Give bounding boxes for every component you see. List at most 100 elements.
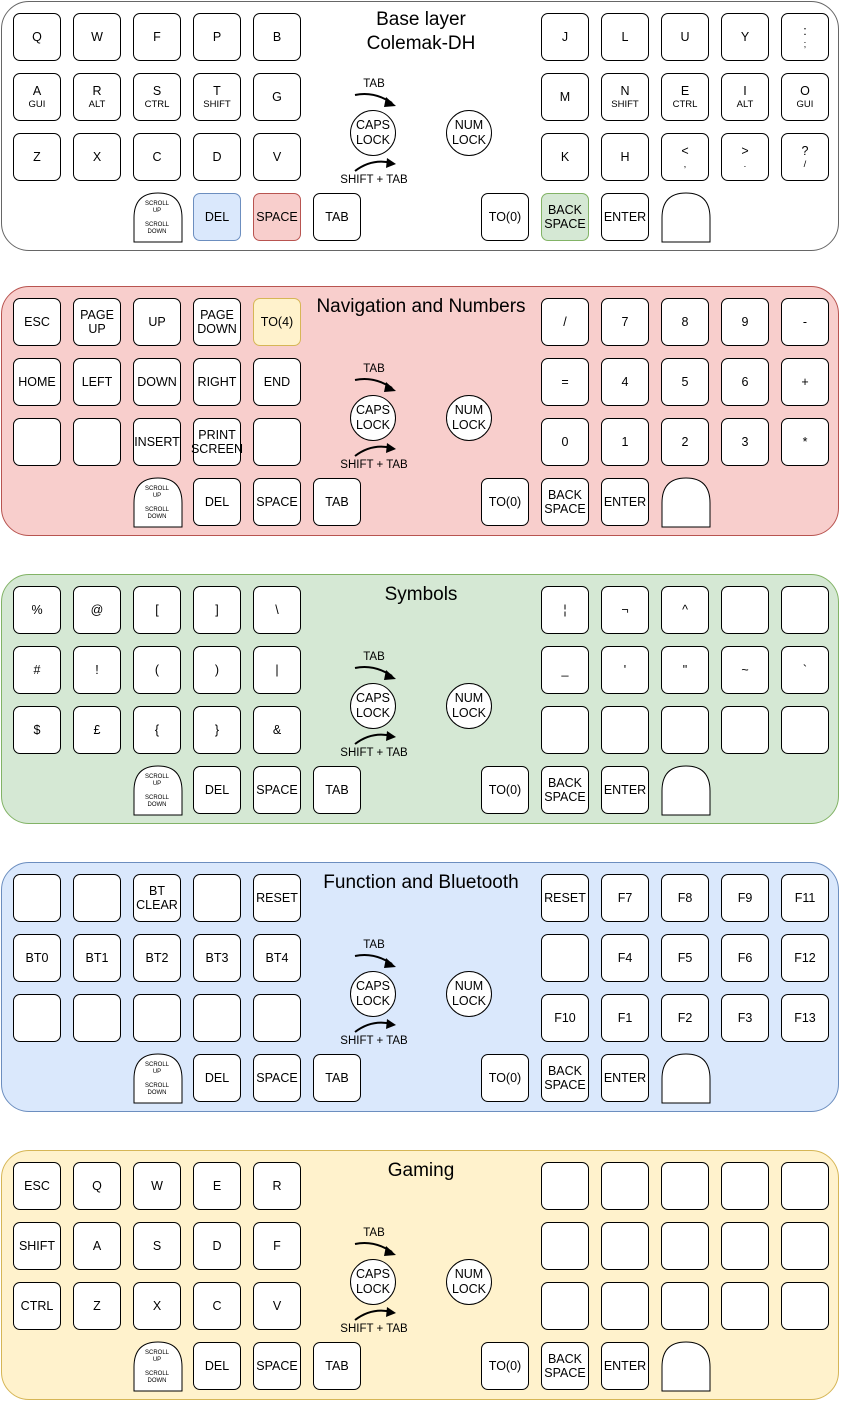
key-right-r1-c3[interactable]: 6 [721, 358, 769, 406]
key-left-r1-c1[interactable]: BT1 [73, 934, 121, 982]
key-right-r1-c2[interactable]: " [661, 646, 709, 694]
key-left-r2-c4[interactable] [253, 418, 301, 466]
thumb-left-1[interactable]: SPACE [253, 1342, 301, 1390]
key-left-r0-c3[interactable]: ] [193, 586, 241, 634]
key-left-r2-c4[interactable]: & [253, 706, 301, 754]
thumb-right-2[interactable]: ENTER [601, 1342, 649, 1390]
key-left-r1-c0[interactable]: # [13, 646, 61, 694]
num-lock-key[interactable]: NUM LOCK [446, 683, 492, 729]
key-left-r0-c3[interactable]: PAGE DOWN [193, 298, 241, 346]
key-right-r2-c1[interactable]: H [601, 133, 649, 181]
key-left-r2-c1[interactable] [73, 418, 121, 466]
key-left-r1-c0[interactable]: HOME [13, 358, 61, 406]
key-left-r0-c0[interactable]: Q [13, 13, 61, 61]
key-right-r0-c3[interactable] [721, 1162, 769, 1210]
key-left-r0-c3[interactable]: P [193, 13, 241, 61]
key-left-r0-c1[interactable]: @ [73, 586, 121, 634]
key-right-r0-c2[interactable]: U [661, 13, 709, 61]
key-right-r0-c0[interactable] [541, 1162, 589, 1210]
key-right-r2-c1[interactable]: 1 [601, 418, 649, 466]
key-right-r2-c2[interactable]: 2 [661, 418, 709, 466]
key-left-r2-c4[interactable]: V [253, 133, 301, 181]
key-right-r0-c0[interactable]: RESET [541, 874, 589, 922]
thumb-left-0[interactable]: DEL [193, 478, 241, 526]
key-left-r0-c4[interactable]: RESET [253, 874, 301, 922]
key-left-r0-c2[interactable]: BT CLEAR [133, 874, 181, 922]
key-right-r2-c3[interactable] [721, 706, 769, 754]
key-right-r0-c1[interactable]: ¬ [601, 586, 649, 634]
key-right-r2-c3[interactable]: >. [721, 133, 769, 181]
thumb-right-0[interactable]: TO(0) [481, 1054, 529, 1102]
key-left-r1-c4[interactable]: F [253, 1222, 301, 1270]
key-left-r2-c3[interactable]: PRINT SCREEN [191, 418, 243, 466]
key-right-r1-c3[interactable]: ~ [721, 646, 769, 694]
key-left-r1-c4[interactable]: END [253, 358, 301, 406]
key-left-r1-c4[interactable]: G [253, 73, 301, 121]
thumb-left-2[interactable]: TAB [313, 1342, 361, 1390]
key-left-r2-c3[interactable]: } [193, 706, 241, 754]
num-lock-key[interactable]: NUM LOCK [446, 110, 492, 156]
key-left-r0-c4[interactable]: B [253, 13, 301, 61]
num-lock-key[interactable]: NUM LOCK [446, 1259, 492, 1305]
key-right-r1-c1[interactable] [601, 1222, 649, 1270]
key-right-r1-c2[interactable]: 5 [661, 358, 709, 406]
key-right-r1-c4[interactable]: + [781, 358, 829, 406]
key-left-r0-c0[interactable]: % [13, 586, 61, 634]
thumb-right-0[interactable]: TO(0) [481, 1342, 529, 1390]
thumb-left-2[interactable]: TAB [313, 193, 361, 241]
key-left-r2-c4[interactable] [253, 994, 301, 1042]
key-left-r2-c1[interactable]: £ [73, 706, 121, 754]
key-right-r2-c3[interactable] [721, 1282, 769, 1330]
key-left-r2-c1[interactable] [73, 994, 121, 1042]
thumb-left-1[interactable]: SPACE [253, 766, 301, 814]
thumb-right-0[interactable]: TO(0) [481, 766, 529, 814]
key-right-r0-c1[interactable] [601, 1162, 649, 1210]
key-right-r2-c2[interactable]: F2 [661, 994, 709, 1042]
thumb-left-1[interactable]: SPACE [253, 478, 301, 526]
key-left-r0-c3[interactable] [193, 874, 241, 922]
key-right-r1-c2[interactable] [661, 1222, 709, 1270]
key-left-r0-c2[interactable]: F [133, 13, 181, 61]
key-right-r0-c4[interactable]: - [781, 298, 829, 346]
caps-lock-encoder[interactable]: CAPS LOCK [350, 971, 396, 1017]
thumb-right-1[interactable]: BACK SPACE [541, 766, 589, 814]
thumb-right-1[interactable]: BACK SPACE [541, 478, 589, 526]
key-left-r1-c3[interactable]: ) [193, 646, 241, 694]
key-right-r1-c4[interactable]: F12 [781, 934, 829, 982]
key-left-r1-c3[interactable]: BT3 [193, 934, 241, 982]
key-right-r2-c4[interactable] [781, 706, 829, 754]
key-left-r1-c2[interactable]: BT2 [133, 934, 181, 982]
key-left-r0-c0[interactable]: ESC [13, 1162, 61, 1210]
key-right-r1-c3[interactable]: F6 [721, 934, 769, 982]
caps-lock-encoder[interactable]: CAPS LOCK [350, 683, 396, 729]
key-right-r2-c4[interactable] [781, 1282, 829, 1330]
num-lock-key[interactable]: NUM LOCK [446, 971, 492, 1017]
key-right-r2-c0[interactable]: K [541, 133, 589, 181]
thumb-right-2[interactable]: ENTER [601, 478, 649, 526]
key-left-r2-c0[interactable]: Z [13, 133, 61, 181]
key-right-r1-c1[interactable]: ' [601, 646, 649, 694]
key-right-r2-c1[interactable] [601, 1282, 649, 1330]
key-left-r2-c0[interactable] [13, 994, 61, 1042]
thumb-right-1[interactable]: BACK SPACE [541, 1342, 589, 1390]
key-left-r2-c2[interactable]: X [133, 1282, 181, 1330]
key-left-r0-c0[interactable]: ESC [13, 298, 61, 346]
key-right-r1-c1[interactable]: 4 [601, 358, 649, 406]
key-right-r0-c4[interactable] [781, 1162, 829, 1210]
key-left-r0-c4[interactable]: TO(4) [253, 298, 301, 346]
key-left-r2-c2[interactable]: { [133, 706, 181, 754]
right-thumb-arch[interactable] [661, 477, 711, 528]
key-right-r0-c1[interactable]: L [601, 13, 649, 61]
key-left-r1-c3[interactable]: D [193, 1222, 241, 1270]
key-right-r2-c0[interactable] [541, 1282, 589, 1330]
key-right-r0-c4[interactable]: F11 [781, 874, 829, 922]
thumb-left-0[interactable]: DEL [193, 193, 241, 241]
key-right-r1-c3[interactable] [721, 1222, 769, 1270]
key-right-r0-c0[interactable]: ¦ [541, 586, 589, 634]
key-right-r0-c4[interactable] [781, 586, 829, 634]
key-right-r2-c2[interactable] [661, 706, 709, 754]
